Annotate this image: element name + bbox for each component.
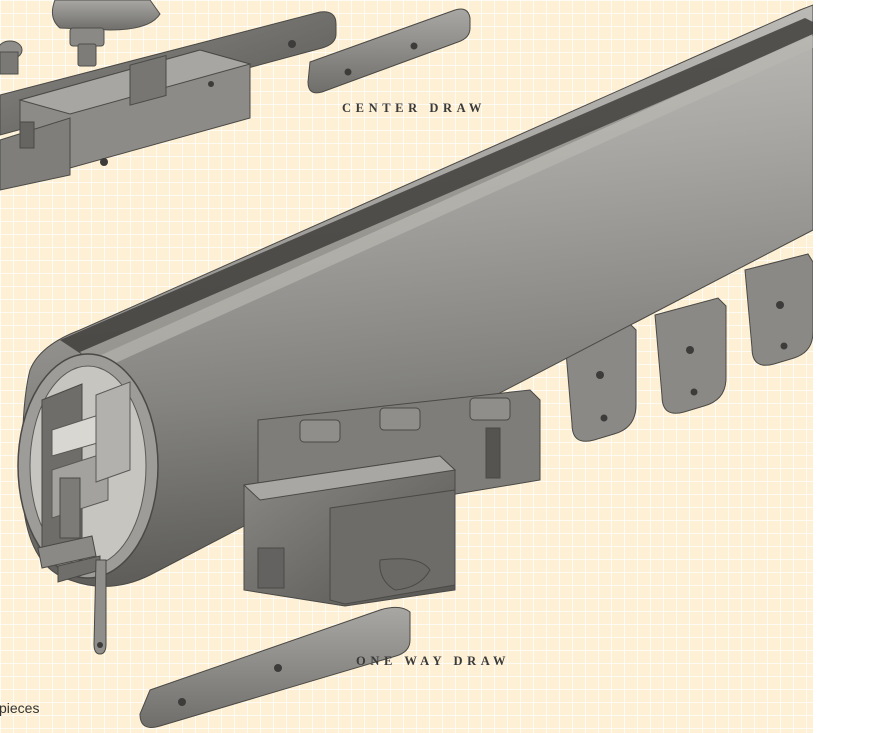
curtain-track-illustration [0, 0, 813, 728]
one-way-draw-label: ONE WAY DRAW [356, 654, 511, 668]
end-hook [37, 535, 107, 655]
rail-end-profile [17, 353, 159, 579]
center-draw-label: CENTER DRAW [342, 101, 487, 115]
center-draw-assembly [0, 0, 471, 191]
caption-fragment: pieces [0, 700, 40, 716]
product-illustration-panel: CENTER DRAW ONE WAY DRAW [0, 0, 813, 733]
one-way-draw-assembly [17, 4, 813, 728]
